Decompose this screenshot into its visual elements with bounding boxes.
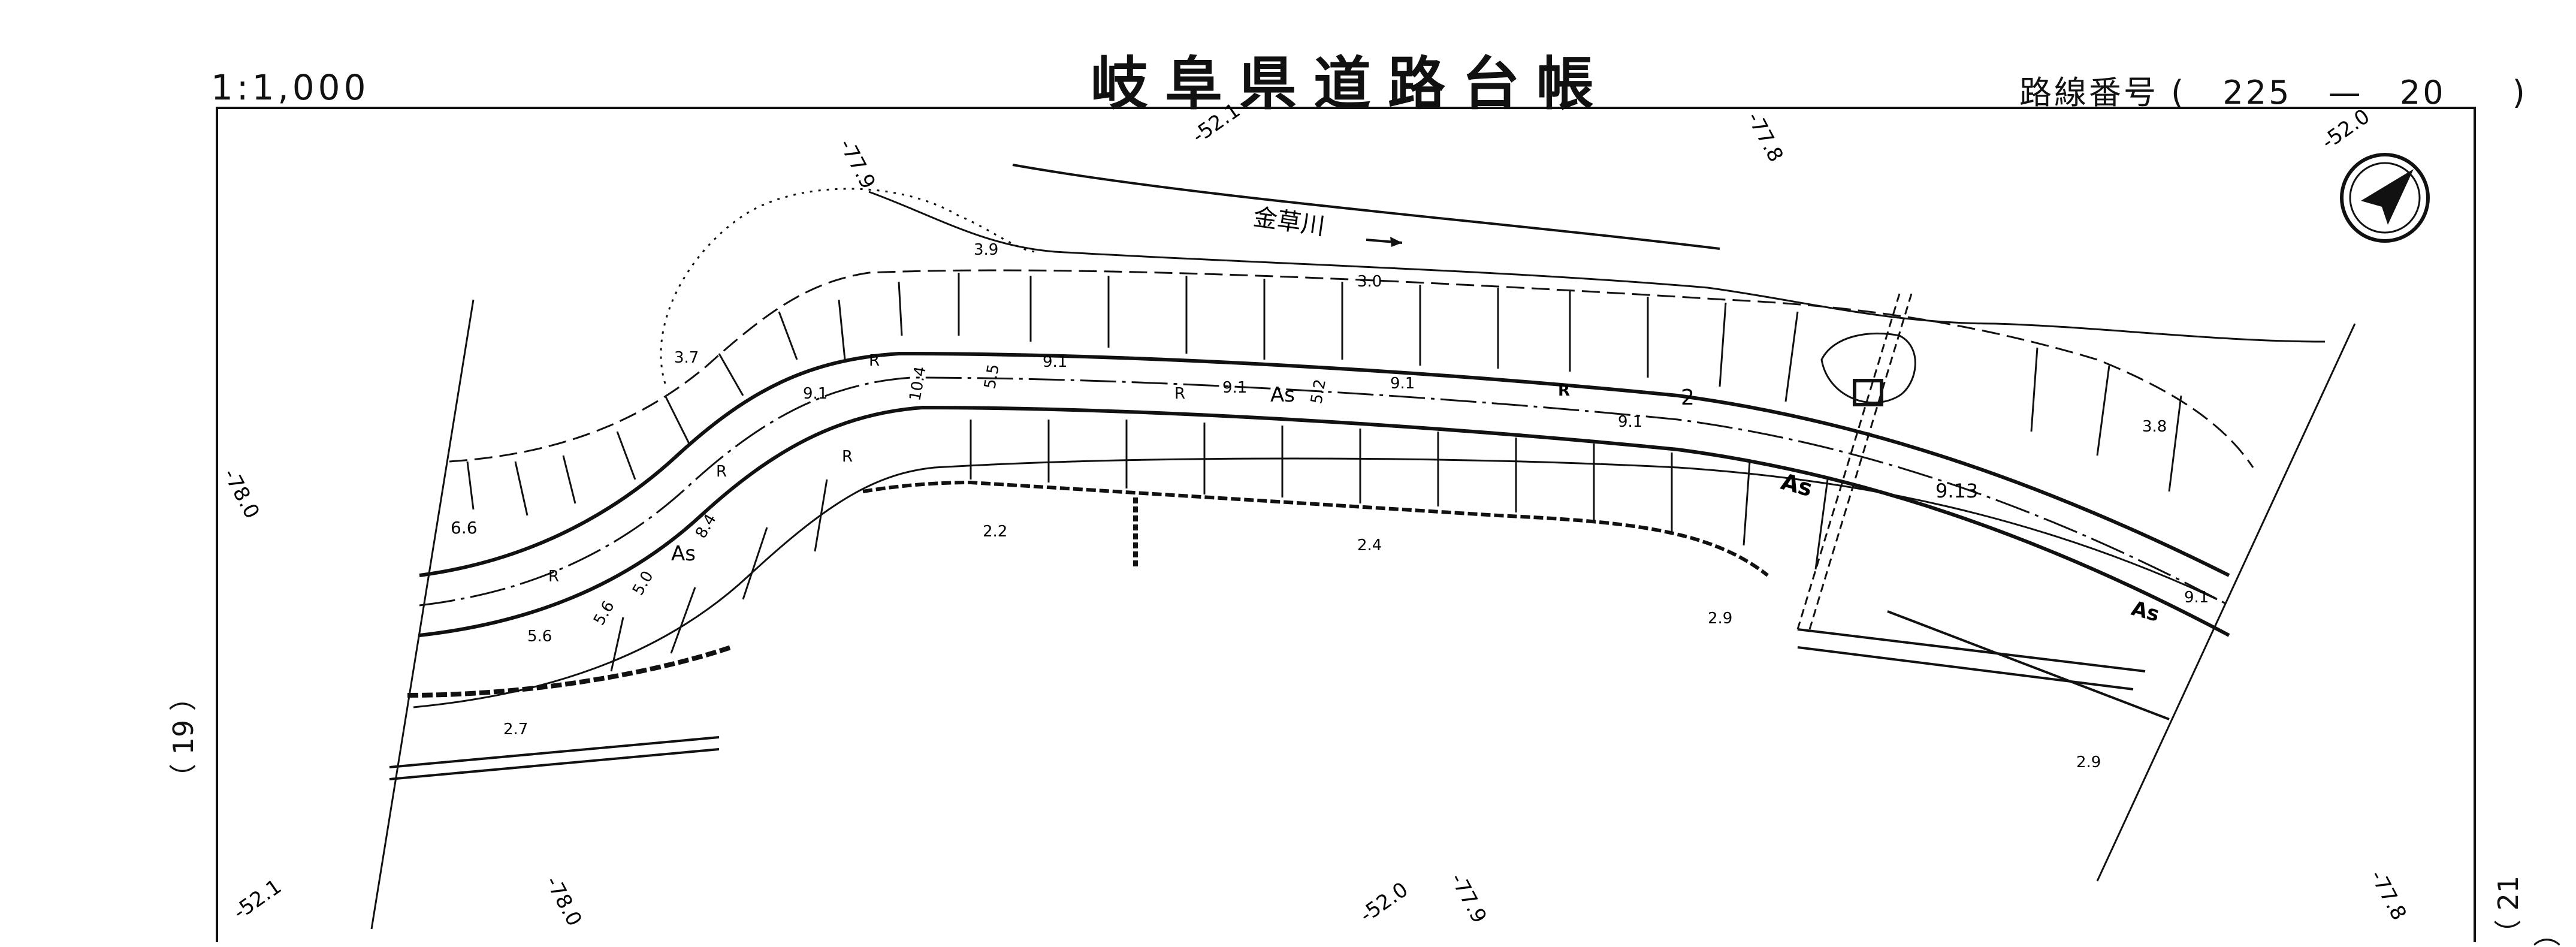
- surface-label: As: [671, 542, 696, 566]
- route-sub-number: 20: [2399, 74, 2446, 111]
- dotted-boundary: [660, 188, 1037, 384]
- surface-label: R: [842, 448, 853, 466]
- slope-hatching-south: [610, 420, 1829, 672]
- road-width-label: 9.1: [1618, 413, 1642, 431]
- bridge-crossing: [1796, 293, 1913, 630]
- road-width-label: 5.5: [981, 363, 1003, 390]
- elevation-point: 2.9: [2076, 753, 2101, 771]
- slope-hatching-west: [466, 311, 798, 516]
- grid-label-top: -52.1: [1188, 98, 1245, 148]
- road-edge-north: [449, 269, 2254, 468]
- grid-label-left: -78.0: [218, 465, 264, 522]
- route-close-paren: ): [2512, 74, 2527, 111]
- road-width-label: 8.4: [692, 511, 720, 542]
- elevation-point: 2.2: [983, 523, 1007, 541]
- boundary-right: [2096, 323, 2356, 882]
- surface-label: R: [716, 463, 727, 481]
- elevation-point: 5.6: [527, 628, 552, 646]
- surface-label: R: [869, 352, 880, 370]
- river-name: 金草川: [1252, 203, 1327, 240]
- elevation-point: 3.8: [2142, 418, 2167, 436]
- retaining-wall: [862, 480, 1769, 577]
- road-width-label: 9.13: [1935, 479, 1978, 502]
- marker-number: 2: [1681, 385, 1695, 410]
- wall-lower-left: [407, 645, 732, 698]
- grid-label-top: -77.8: [1742, 108, 1788, 165]
- structure-box: [1853, 379, 1883, 406]
- elevation-point: 2.4: [1357, 536, 1382, 554]
- surface-label: As: [1270, 383, 1295, 407]
- surface-label: R: [1174, 385, 1185, 403]
- river-edge-line: [868, 191, 2326, 343]
- grid-label-bottom: -78.0: [540, 872, 587, 930]
- route-dash: —: [2328, 74, 2363, 111]
- boundary-left: [370, 299, 475, 930]
- route-main-number: 225: [2222, 74, 2292, 111]
- road-width-label: 10.4: [906, 365, 930, 402]
- road-width-label: 9.1: [1390, 375, 1415, 393]
- elevation-point: 2.7: [503, 720, 528, 738]
- carriageway-south: [419, 405, 2230, 637]
- elevation-point: 3.0: [1357, 273, 1382, 291]
- elevation-point: 3.9: [974, 241, 998, 259]
- surface-label: R: [548, 568, 559, 586]
- side-road-right: [1797, 610, 2170, 720]
- road-width-label: 9.1: [1043, 353, 1067, 371]
- route-open-paren: (: [2171, 74, 2187, 111]
- elevation-point: 2.9: [1708, 610, 1732, 628]
- page-title: 岐阜県道路台帳: [1091, 50, 1611, 117]
- road-width-label: 9.1: [1222, 379, 1247, 397]
- route-prefix: 路線番号: [2019, 74, 2158, 111]
- surface-label: As: [2129, 596, 2162, 627]
- side-road-left: [389, 736, 720, 780]
- grid-label-top: -52.0: [2317, 104, 2374, 154]
- elevation-point: 6.6: [451, 518, 478, 538]
- map-frame: [216, 107, 2476, 942]
- map-scale: 1:1,000: [211, 67, 370, 108]
- river-arrow-head: [1390, 237, 1402, 247]
- page-number-left: （ 19 ）: [167, 683, 200, 791]
- structure-outline: [1820, 332, 1916, 404]
- elevation-point: 3.7: [674, 349, 699, 367]
- grid-label-bottom: -52.0: [1355, 877, 1412, 927]
- surface-label: R: [1558, 382, 1570, 400]
- grid-label-top: -77.9: [834, 135, 880, 192]
- page-number-right: （ 21 ）: [2492, 875, 2564, 947]
- road-width-label: 5.2: [1307, 378, 1330, 405]
- river-bank-line: [1012, 164, 1720, 250]
- compass-north-icon: [2340, 153, 2430, 243]
- route-number: 路線番号 ( 225 — 20 ): [2019, 66, 2527, 113]
- grid-label-bottom: -52.1: [229, 874, 286, 924]
- slope-hatching-north: [838, 273, 2182, 492]
- road-width-label: 5.0: [629, 568, 657, 599]
- carriageway-north: [419, 351, 2230, 577]
- grid-label-bottom: -77.9: [1445, 869, 1491, 927]
- road-width-label: 5.6: [590, 598, 618, 629]
- carriageway-center: [419, 376, 2230, 607]
- grid-label-bottom: -77.8: [2365, 866, 2411, 924]
- road-width-label: 9.1: [803, 385, 828, 403]
- road-width-label: 9.1: [2184, 589, 2209, 607]
